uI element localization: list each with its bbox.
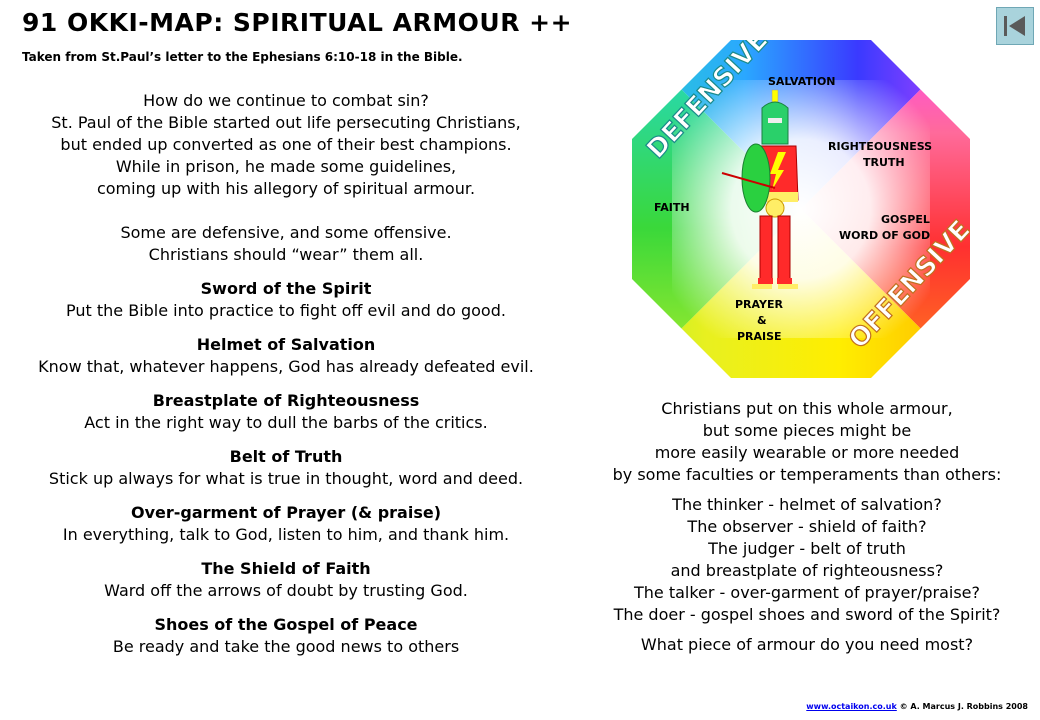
armour-heading: Helmet of Salvation [196, 335, 376, 354]
label-salvation: SALVATION [768, 75, 836, 88]
left-column: How do we continue to combat sin? St. Pa… [10, 90, 562, 658]
temperament-item: The talker - over-garment of prayer/prai… [633, 583, 981, 602]
armour-item-over-garment: Over-garment of Prayer (& praise) In eve… [10, 502, 562, 546]
temperament-intro-line: more easily wearable or more needed [654, 443, 960, 462]
temperament-item: The observer - shield of faith? [687, 517, 927, 536]
intro-line: coming up with his allegory of spiritual… [96, 179, 476, 198]
armour-text: Ward off the arrows of doubt by trusting… [104, 581, 468, 600]
armour-item-shield: The Shield of Faith Ward off the arrows … [10, 558, 562, 602]
label-prayer: PRAYER [735, 298, 783, 311]
armour-text: Act in the right way to dull the barbs o… [84, 413, 488, 432]
intro-line: Some are defensive, and some offensive. [120, 223, 452, 242]
armour-item-breastplate: Breastplate of Righteousness Act in the … [10, 390, 562, 434]
temperament-intro-line: Christians put on this whole armour, [661, 399, 953, 418]
armour-heading: Belt of Truth [229, 447, 343, 466]
temperament-item: and breastplate of righteousness? [670, 561, 944, 580]
octagon-diagram: DEFENSIVE OFFENSIVE [632, 25, 977, 378]
temperament-intro-line: but some pieces might be [702, 421, 912, 440]
armour-item-sword: Sword of the Spirit Put the Bible into p… [10, 278, 562, 322]
temperament-intro: Christians put on this whole armour, but… [580, 398, 1034, 486]
armour-diagram: DEFENSIVE OFFENSIVE SALVATION RIGHTEOUSN… [632, 25, 977, 378]
intro-line: While in prison, he made some guidelines… [115, 157, 457, 176]
armour-heading: Sword of the Spirit [200, 279, 372, 298]
label-faith: FAITH [654, 201, 690, 214]
back-button[interactable] [996, 7, 1034, 45]
page-subtitle: Taken from St.Paul’s letter to the Ephes… [22, 50, 463, 64]
armour-heading: Over-garment of Prayer (& praise) [130, 503, 442, 522]
skip-back-icon [1004, 16, 1025, 36]
armour-item-helmet: Helmet of Salvation Know that, whatever … [10, 334, 562, 378]
label-righteousness: RIGHTEOUSNESS [828, 140, 933, 153]
label-truth: TRUTH [863, 156, 905, 169]
footer: www.octaikon.co.uk © A. Marcus J. Robbin… [806, 702, 1028, 711]
intro-line: St. Paul of the Bible started out life p… [51, 113, 521, 132]
armour-text: Put the Bible into practice to fight off… [66, 301, 506, 320]
copyright-text: © A. Marcus J. Robbins 2008 [896, 702, 1028, 711]
armour-text: Stick up always for what is true in thou… [48, 469, 524, 488]
armour-text: Be ready and take the good news to other… [112, 637, 460, 656]
right-column: Christians put on this whole armour, but… [580, 398, 1034, 656]
temperament-item: The doer - gospel shoes and sword of the… [613, 605, 1001, 624]
intro-line: but ended up converted as one of their b… [60, 135, 512, 154]
temperament-intro-line: by some faculties or temperaments than o… [612, 465, 1002, 484]
intro-line: Christians should “wear” them all. [148, 245, 424, 264]
page-title: 91 OKKI-MAP: SPIRITUAL ARMOUR ++ [22, 8, 573, 37]
label-amp: & [757, 314, 767, 327]
spacer [10, 200, 562, 222]
armour-text: Know that, whatever happens, God has alr… [38, 357, 534, 376]
armour-item-belt: Belt of Truth Stick up always for what i… [10, 446, 562, 490]
temperament-list: The thinker - helmet of salvation? The o… [580, 494, 1034, 626]
temperament-item: The judger - belt of truth [708, 539, 906, 558]
armour-item-shoes: Shoes of the Gospel of Peace Be ready an… [10, 614, 562, 658]
temperament-item: The thinker - helmet of salvation? [672, 495, 942, 514]
armour-heading: Shoes of the Gospel of Peace [154, 615, 418, 634]
armour-text: In everything, talk to God, listen to hi… [62, 525, 510, 544]
closing-question: What piece of armour do you need most? [640, 635, 974, 654]
armour-heading: The Shield of Faith [201, 559, 371, 578]
label-praise: PRAISE [737, 330, 782, 343]
website-link[interactable]: www.octaikon.co.uk [806, 702, 897, 711]
armour-heading: Breastplate of Righteousness [152, 391, 420, 410]
label-gospel: GOSPEL [881, 213, 930, 226]
knight-figure [721, 89, 799, 289]
intro-line: How do we continue to combat sin? [143, 91, 429, 110]
label-word-of-god: WORD OF GOD [839, 229, 931, 242]
